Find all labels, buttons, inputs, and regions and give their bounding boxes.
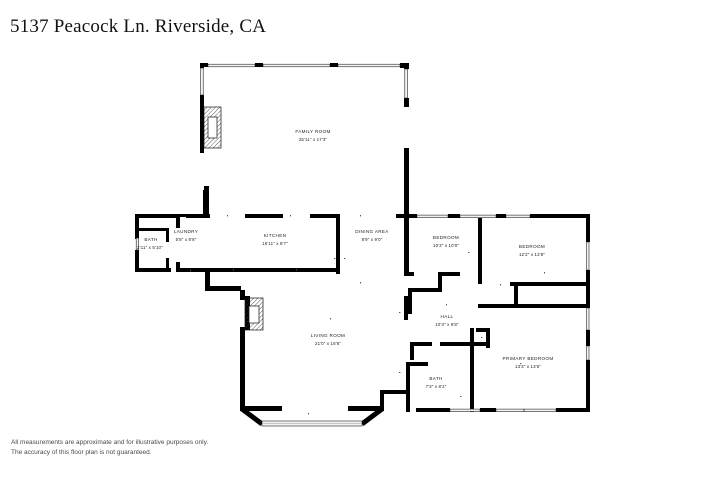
wall-group-right-exterior	[416, 214, 590, 412]
room-name-bath-main: BATH	[429, 376, 442, 381]
room-label-bath-main: BATH 7'3" x 8'2"	[426, 376, 447, 389]
wall-group-left-utility	[135, 214, 208, 272]
disclaimer-line-1: All measurements are approximate and for…	[11, 439, 209, 446]
room-label-living-room: LIVING ROOM 21'0" x 18'6"	[311, 333, 345, 346]
disclaimer: All measurements are approximate and for…	[11, 438, 208, 458]
bay-window-splay-walls	[240, 407, 384, 426]
room-name-hall: HALL	[441, 314, 454, 319]
bay-window-glazing	[261, 420, 363, 427]
room-dims-family-room: 25'11" x 17'3"	[299, 137, 328, 142]
fireplace-icon-family-room	[203, 106, 222, 149]
room-name-bedroom-3: BEDROOM	[519, 244, 545, 249]
room-dims-dining-area: 8'9" x 9'0"	[362, 237, 383, 242]
page-title: 5137 Peacock Ln. Riverside, CA	[10, 16, 267, 37]
room-name-family-room: FAMILY ROOM	[295, 129, 330, 134]
room-label-hall: HALL 10'3" x 8'8"	[435, 314, 459, 327]
window-group	[135, 63, 590, 427]
room-dims-bedroom-2: 10'3" x 10'0"	[433, 243, 459, 248]
wall-group-primary-bath	[406, 328, 490, 412]
room-name-bath-laundry: BATH	[144, 237, 157, 242]
room-dims-bath-main: 7'3" x 8'2"	[426, 384, 447, 389]
fireplace-icon-living-room	[244, 297, 264, 331]
room-label-family-room: FAMILY ROOM 25'11" x 17'3"	[295, 129, 330, 142]
room-dims-living-room: 21'0" x 18'6"	[315, 341, 341, 346]
room-name-living-room: LIVING ROOM	[311, 333, 345, 338]
room-label-bedroom-3: BEDROOM 12'2" x 13'8"	[519, 244, 545, 257]
room-name-bedroom-2: BEDROOM	[433, 235, 459, 240]
room-dims-hall: 10'3" x 8'8"	[435, 322, 459, 327]
room-label-bath-laundry: BATH 2'11" x 5'10"	[137, 237, 163, 250]
room-name-dining-area: DINING AREA	[355, 229, 389, 234]
floor-plan-background	[0, 46, 719, 431]
room-name-laundry: LAUNDRY	[174, 229, 198, 234]
wall-group-dining-bedroom-divider	[404, 190, 590, 276]
room-label-bedroom-2: BEDROOM 10'3" x 10'0"	[433, 235, 459, 248]
room-dims-kitchen: 16'11" x 8'7"	[262, 241, 288, 246]
room-dims-primary-bedroom: 13'3" x 13'6"	[515, 364, 541, 369]
disclaimer-line-2: The accuracy of this floor plan is not g…	[11, 449, 152, 456]
room-label-primary-bedroom: PRIMARY BEDROOM 13'3" x 13'6"	[502, 356, 553, 369]
room-dims-laundry: 5'8" x 8'8"	[176, 237, 197, 242]
room-name-kitchen: KITCHEN	[264, 233, 287, 238]
room-label-kitchen: KITCHEN 16'11" x 8'7"	[262, 233, 288, 246]
floor-plan-drawing: FAMILY ROOM 25'11" x 17'3" LAUNDRY 5'8" …	[0, 46, 719, 431]
door-opening-marks	[190, 215, 545, 415]
room-name-primary-bedroom: PRIMARY BEDROOM	[502, 356, 553, 361]
room-label-laundry: LAUNDRY 5'8" x 8'8"	[174, 229, 198, 242]
room-label-group: FAMILY ROOM 25'11" x 17'3" LAUNDRY 5'8" …	[137, 129, 553, 389]
room-dims-bedroom-3: 12'2" x 13'8"	[519, 252, 545, 257]
wall-group-kitchen-band	[186, 186, 410, 274]
room-dims-bath-laundry: 2'11" x 5'10"	[137, 245, 163, 250]
room-label-dining-area: DINING AREA 8'9" x 9'0"	[355, 229, 389, 242]
